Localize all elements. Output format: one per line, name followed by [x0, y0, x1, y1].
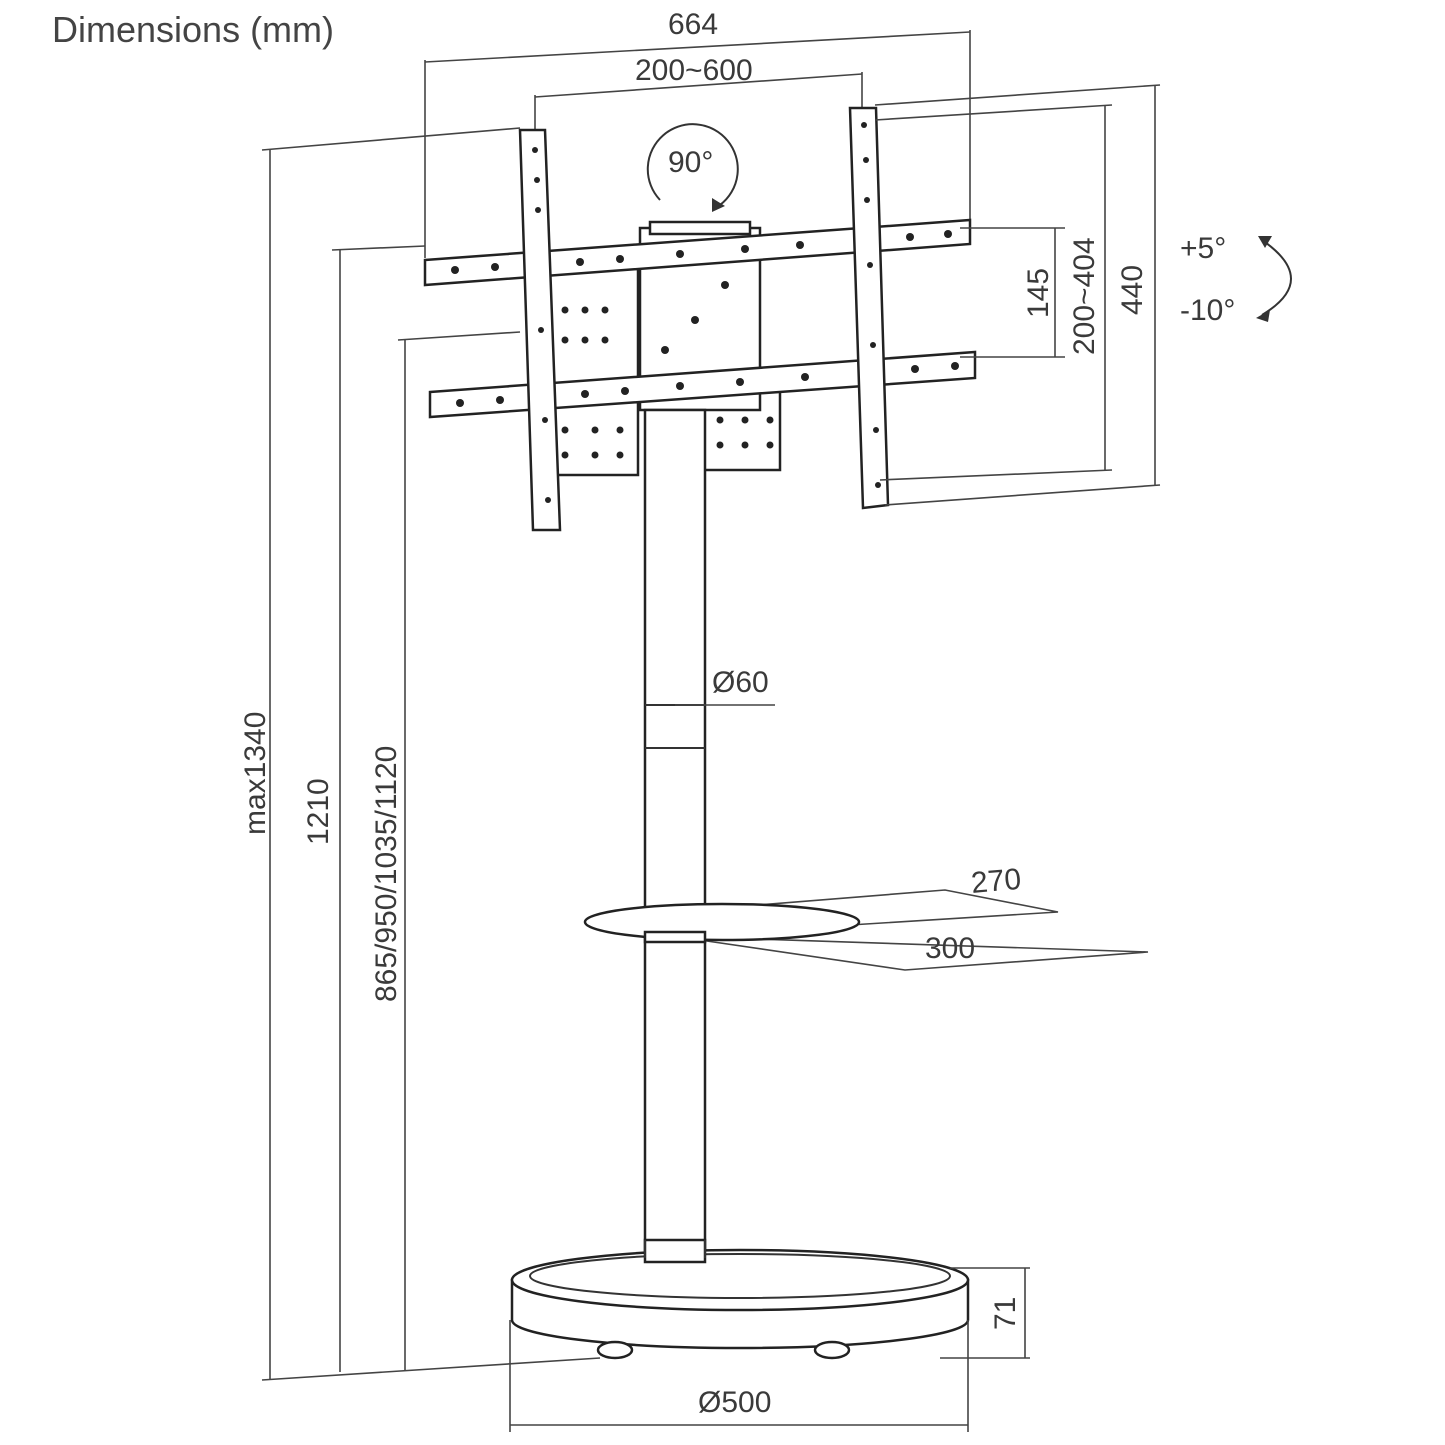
label-tilt-down: -10°: [1180, 294, 1235, 327]
label-base-diameter: Ø500: [698, 1386, 771, 1419]
label-shelf-width: 300: [925, 932, 975, 965]
rotation-arrow-icon: 90°: [646, 123, 739, 212]
label-200-404: 200~404: [1068, 237, 1101, 355]
pole: Ø60: [643, 408, 775, 1262]
label-440: 440: [1116, 265, 1149, 315]
dimension-max1340: max1340: [239, 127, 601, 1381]
label-1210: 1210: [302, 778, 335, 845]
wheel-icon: [813, 1340, 851, 1360]
diagram-title: Dimensions (mm): [52, 9, 334, 50]
dimension-1210: 1210: [302, 245, 426, 1372]
dimension-500: Ø500: [509, 1320, 969, 1432]
wheel-icon: [596, 1340, 634, 1360]
label-71: 71: [989, 1297, 1022, 1330]
label-height-options: 865/950/1035/1120: [370, 746, 403, 1002]
dimension-664: 664: [424, 8, 971, 258]
label-max1340: max1340: [239, 712, 272, 835]
dimension-height-options: 865/950/1035/1120: [370, 331, 521, 1370]
dimension-200-404: 200~404: [874, 104, 1113, 481]
dimension-71: 71: [940, 1267, 1030, 1359]
shelf: 270 300: [583, 863, 1149, 971]
dimension-440: 440: [874, 84, 1161, 506]
label-pole-diameter: Ø60: [712, 666, 769, 699]
dimension-145: 145: [960, 227, 1065, 358]
label-rotation: 90°: [668, 146, 713, 179]
tilt-arrow-icon: +5° -10°: [1180, 232, 1292, 327]
label-664: 664: [668, 8, 718, 41]
base: [510, 1238, 970, 1360]
label-tilt-up: +5°: [1180, 232, 1226, 265]
mount-plate: [423, 106, 977, 532]
dimension-200-600: 200~600: [534, 54, 863, 135]
label-shelf-depth: 270: [970, 863, 1023, 900]
label-200-600: 200~600: [635, 54, 753, 87]
label-145: 145: [1022, 268, 1055, 318]
